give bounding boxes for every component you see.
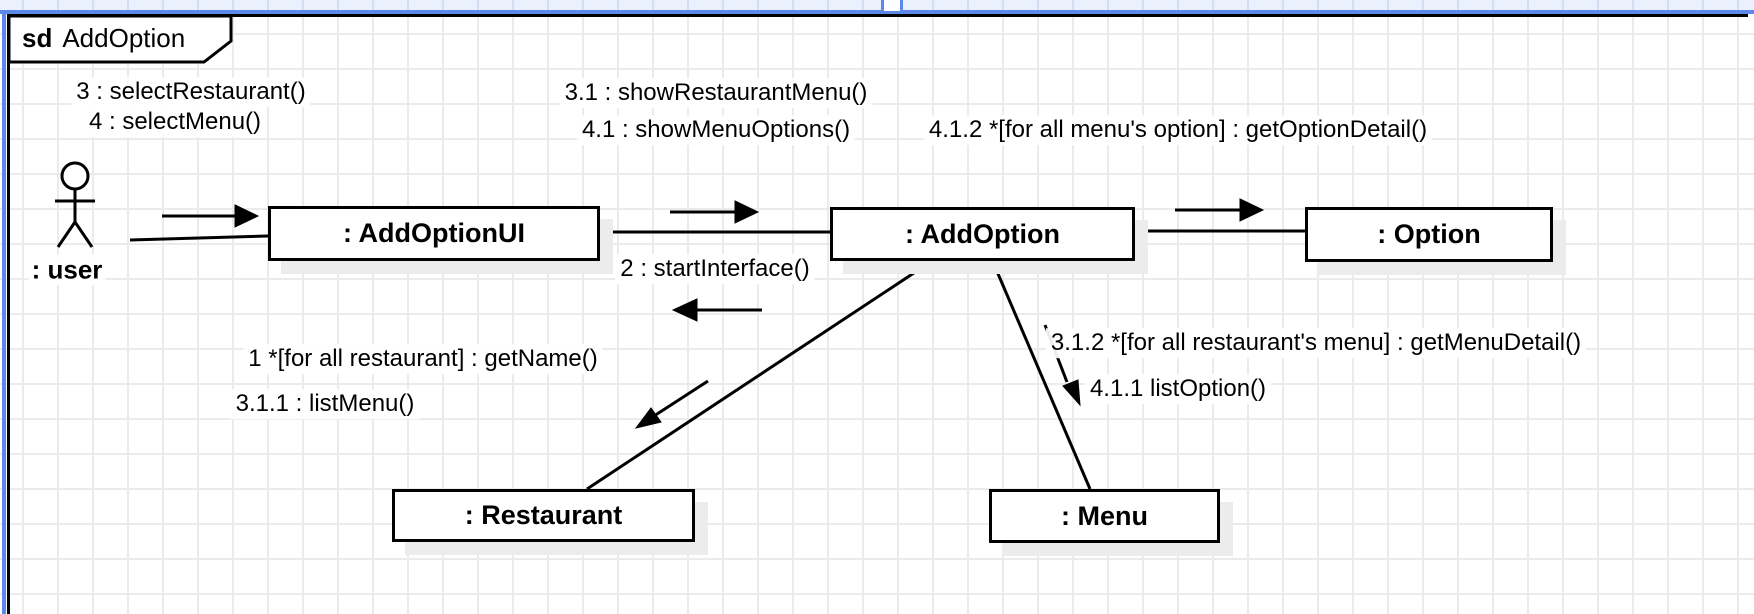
frame-title[interactable]: sd AddOption: [22, 17, 212, 59]
object-restaurant-label: : Restaurant: [464, 500, 623, 530]
message-3-selectRestaurant[interactable]: 3 : selectRestaurant(): [71, 77, 311, 107]
message-2-startInterface[interactable]: 2 : startInterface(): [615, 254, 815, 284]
frame-border-left[interactable]: [7, 14, 10, 614]
object-addoptionui[interactable]: : AddOptionUI: [268, 206, 600, 261]
arrow-addoption-to-option[interactable]: [1175, 198, 1265, 222]
message-411-listOption[interactable]: 4.1.1 listOption(): [1084, 374, 1272, 404]
arrow-user-to-addoptionui[interactable]: [162, 204, 260, 228]
message-311-listMenu[interactable]: 3.1.1 : listMenu(): [230, 389, 420, 419]
arrow-addoptionui-to-addoption[interactable]: [670, 200, 760, 224]
object-menu-label: : Menu: [1061, 500, 1148, 531]
message-412-getOptionDetail[interactable]: 4.1.2 *[for all menu's option] : getOpti…: [923, 115, 1433, 145]
arrow-addoption-to-addoptionui[interactable]: [671, 298, 762, 322]
selection-outline-top: [0, 10, 1754, 14]
message-312-getMenuDetail[interactable]: 3.1.2 *[for all restaurant's menu] : get…: [1045, 328, 1587, 358]
actor-user-label[interactable]: : user: [28, 254, 106, 286]
object-option-label: : Option: [1377, 219, 1481, 249]
link-addoption-menu[interactable]: [991, 261, 1092, 490]
message-31-showRestaurantMenu[interactable]: 3.1 : showRestaurantMenu(): [559, 78, 873, 108]
link-user-addoptionui[interactable]: [129, 234, 269, 242]
actor-user-icon[interactable]: [55, 161, 95, 248]
arrow-to-restaurant[interactable]: [634, 379, 709, 429]
object-restaurant[interactable]: : Restaurant: [392, 489, 695, 542]
frame-border-top[interactable]: [7, 14, 1748, 17]
object-menu[interactable]: : Menu: [989, 489, 1220, 543]
frame-name: AddOption: [62, 22, 186, 53]
object-addoptionui-label: : AddOptionUI: [343, 218, 525, 248]
link-addoption-restaurant[interactable]: [586, 259, 933, 491]
frame-keyword: sd: [22, 22, 53, 53]
object-addoption-label: : AddOption: [905, 218, 1060, 249]
message-1-getName[interactable]: 1 *[for all restaurant] : getName(): [243, 344, 603, 374]
resize-handle[interactable]: [881, 0, 903, 14]
object-addoption[interactable]: : AddOption: [830, 207, 1135, 261]
message-41-showMenuOptions[interactable]: 4.1 : showMenuOptions(): [576, 115, 856, 145]
selection-outline-left: [2, 10, 6, 614]
object-option[interactable]: : Option: [1305, 207, 1553, 262]
canvas-margin-strip: [0, 0, 1754, 11]
message-4-selectMenu[interactable]: 4 : selectMenu(): [83, 107, 267, 137]
